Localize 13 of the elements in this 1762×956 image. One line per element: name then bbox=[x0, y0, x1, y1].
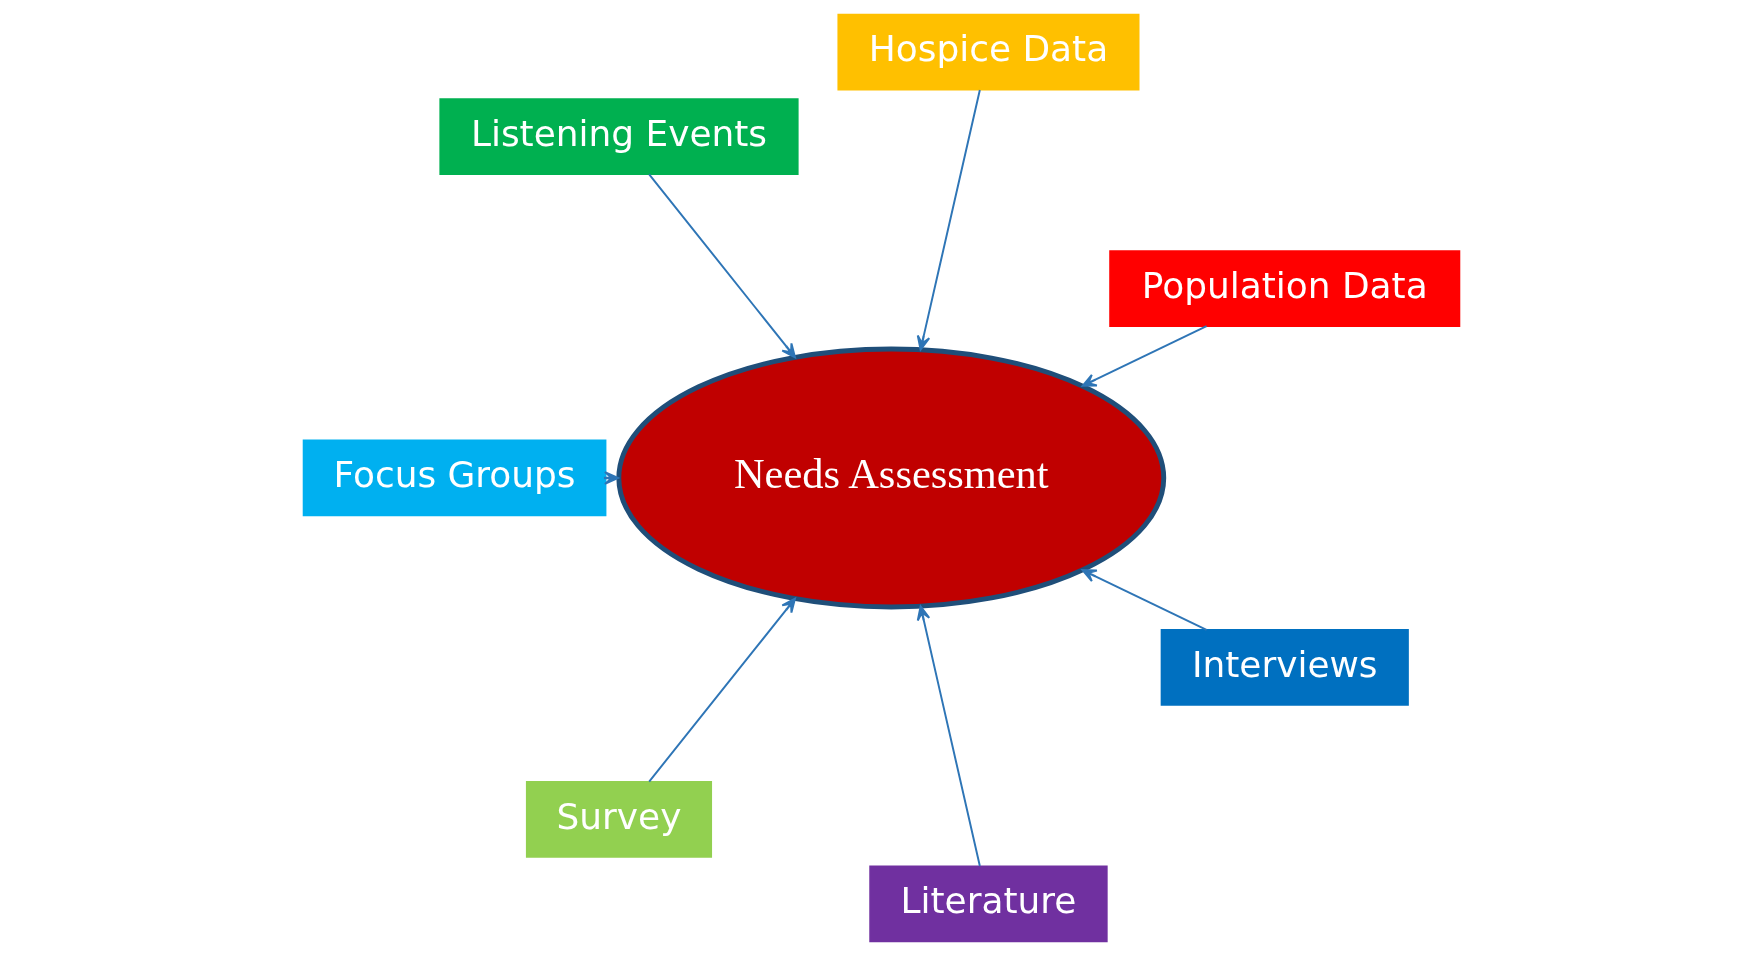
arrow bbox=[916, 89, 981, 351]
node-box: Survey bbox=[525, 781, 712, 858]
node-box: Listening Events bbox=[438, 98, 799, 175]
arrow bbox=[916, 605, 981, 867]
arrow bbox=[1081, 569, 1208, 631]
arrow bbox=[1081, 325, 1208, 387]
arrow bbox=[647, 597, 796, 783]
node-ellipse: Needs Assessment bbox=[615, 346, 1166, 610]
node-box: Hospice Data bbox=[836, 13, 1139, 91]
node-box: Population Data bbox=[1108, 250, 1460, 327]
node-box: Literature bbox=[868, 865, 1108, 943]
arrow bbox=[647, 173, 796, 359]
node-box: Interviews bbox=[1160, 629, 1409, 706]
